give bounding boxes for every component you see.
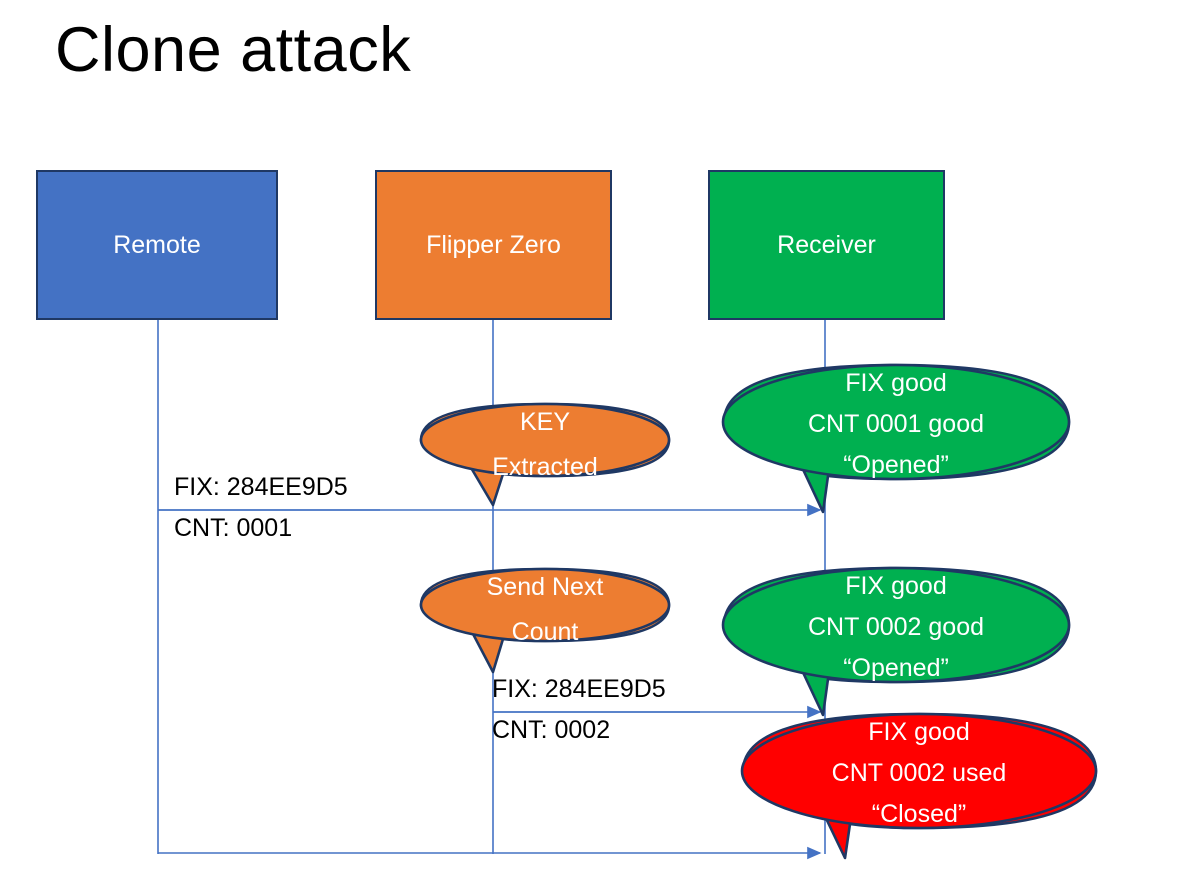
callout-key-extracted-shape [419,402,671,507]
message-arrows [158,503,822,860]
callout-receiver-rejected-0002-shape [740,712,1098,860]
callout-send-next-count-shape [419,567,671,674]
message-2-label-above: FIX: 284EE9D5 [492,675,666,703]
page-title: Clone attack [55,15,412,85]
actor-box-flipper[interactable]: Flipper Zero [375,170,612,320]
actor-label-flipper: Flipper Zero [426,231,561,259]
callout-receiver-ok-0001-shape [721,363,1071,514]
message-1-label-below: CNT: 0001 [174,514,293,542]
message-label-rules [158,509,700,713]
actor-label-remote: Remote [113,231,201,259]
message-1-label-above: FIX: 284EE9D5 [174,473,348,501]
callout-receiver-ok-0002-shape [721,566,1071,717]
actor-box-receiver[interactable]: Receiver [708,170,945,320]
message-2-label-below: CNT: 0002 [492,716,611,744]
actor-label-receiver: Receiver [777,231,876,259]
actor-box-remote[interactable]: Remote [36,170,278,320]
